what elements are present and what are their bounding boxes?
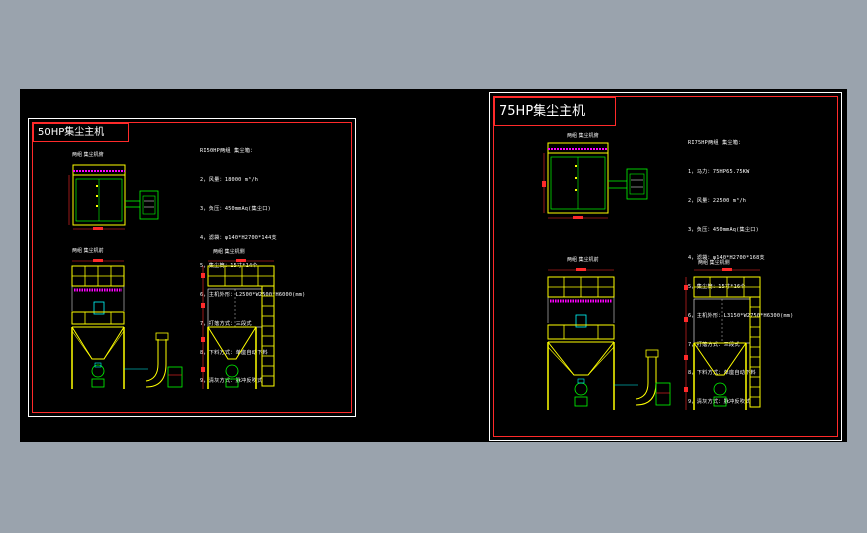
view-label-front-50hp: 两组 集尘机前 [72,248,104,254]
cad-model-space[interactable]: 50HP集尘主机 RI50HP两组 集尘箱： 2，风量：18000 m³/h 3… [20,89,847,442]
spec-line: 8，下料方式：单座自动下料 [200,349,268,356]
spec-line: 3，负压：450mmAq(集尘口) [688,226,759,233]
top-view-drawing-75hp [542,142,648,219]
spec-line: 2，风量：22500 m³/h [688,197,747,204]
front-view-drawing-75hp [547,268,671,410]
spec-line: 9，清灰方式：脉冲反吹式 [688,399,751,406]
spec-line: 9，清灰方式：脉冲反吹式 [200,378,263,385]
view-label-top-75hp: 两组 集尘机俯 [567,133,599,139]
sheet-title-75hp: 75HP集尘主机 [494,97,616,126]
drawing-sheet-75hp: 75HP集尘主机 [489,92,842,441]
spec-line: 7，打落方式：三段式 [200,320,252,327]
sheet-title-50hp: 50HP集尘主机 [33,123,129,142]
top-view-drawing-50hp [68,164,159,230]
spec-line: 7，打落方式：三段式 [688,341,740,348]
drawing-sheet-50hp: 50HP集尘主机 [28,118,356,417]
spec-line: 4，滤袋：φ140*H2700*144支 [200,234,277,241]
spec-line: 8，下料方式：单座自动下料 [688,370,756,377]
view-label-front-75hp: 两组 集尘机前 [567,257,599,263]
spec-line: 4，滤袋：φ140*H2700*168支 [688,255,765,262]
spec-line: 3，负压：450mmAq(集尘口) [200,205,271,212]
view-label-side-50hp: 两组 集尘机侧 [213,249,245,255]
spec-line: 1，马力：75HP65.75KW [688,168,750,175]
view-label-side-75hp: 两组 集尘机侧 [698,260,730,266]
spec-line: 6，主机外形：L2500*W2500*H6000(mm) [200,292,306,299]
spec-line: 2，风量：18000 m³/h [200,176,259,183]
spec-line: RI75HP两组 集尘箱： [688,140,744,147]
sheet-border-75hp [493,96,838,437]
sheet-border-50hp [32,122,352,413]
spec-line: RI50HP两组 集尘箱： [200,148,256,155]
front-view-drawing-50hp [71,259,183,389]
spec-line: 6，主机外形：L3150*W2750*H6300(mm) [688,312,794,319]
side-view-drawing-50hp [201,259,275,389]
view-label-top-50hp: 两组 集尘机俯 [72,152,104,158]
side-view-drawing-75hp [684,268,761,410]
